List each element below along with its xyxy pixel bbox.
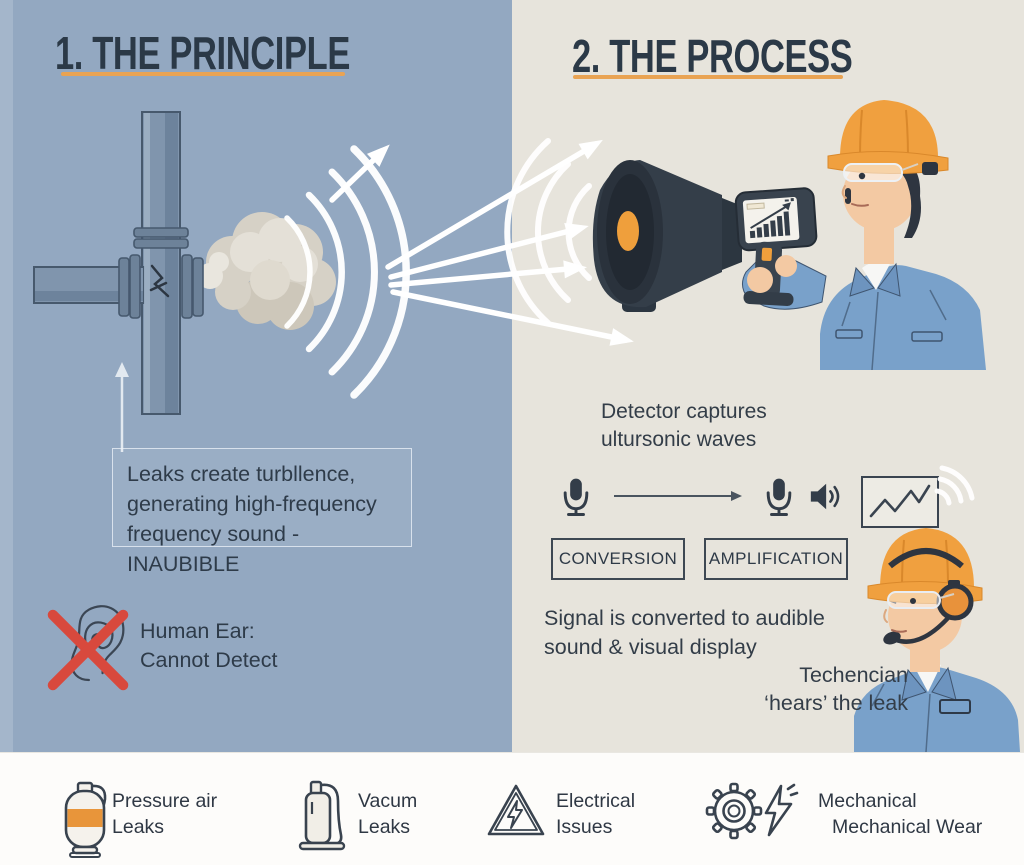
pointer-arrow	[115, 362, 129, 452]
electrical-hazard-icon	[487, 784, 545, 836]
ear-note: Human Ear: Cannot Detect	[140, 619, 278, 673]
process-title: 2. THE PROCESS	[572, 30, 853, 82]
legend-label-line: Leaks	[358, 815, 411, 838]
legend-label-line: Mechanical Wear	[832, 815, 983, 838]
legend-label-line: Pressure air	[112, 790, 218, 812]
legend-label-line: Electrical	[556, 790, 636, 812]
legend-item-vacuum: Vacum Leaks	[240, 753, 470, 865]
detector-note: Detector captures ultursonic waves	[601, 400, 767, 452]
red-x-icon	[47, 609, 129, 691]
pipe-crack	[149, 264, 170, 298]
pipe-leak-illustration	[33, 111, 410, 452]
pipes	[33, 111, 181, 415]
signal-note: Signal is converted to audible sound & v…	[544, 606, 825, 659]
waveform-chart-icon	[861, 476, 939, 528]
legend-label-line: Issues	[556, 815, 613, 838]
legend-label-line: Vacum	[358, 790, 418, 812]
pressure-tank-icon	[64, 781, 107, 858]
legend-item-mechanical: Mechanical Mechanical Wear	[700, 753, 1024, 865]
ear-cannot-detect-icon	[47, 605, 129, 691]
amplification-step-box: AMPLIFICATION	[704, 538, 848, 580]
conversion-step-box: CONVERSION	[551, 538, 685, 580]
technician-note: Techencian ‘hears’ the leak	[764, 663, 908, 715]
pipe-flanges	[118, 227, 204, 319]
vacuum-pump-icon	[298, 780, 346, 851]
lightning-bolt-icon	[764, 783, 799, 837]
legend-label-line: Leaks	[112, 815, 165, 838]
legend-item-electrical: Electrical Issues	[470, 753, 700, 865]
gear-icon	[705, 782, 763, 840]
principle-caption: Leaks create turbllence, generating high…	[112, 448, 412, 576]
legend-bar: Pressure air Leaks Vacum Leaks	[0, 752, 1024, 865]
process-title-underline	[573, 75, 843, 79]
principle-title: 1. THE PRINCIPLE	[55, 27, 350, 79]
principle-panel	[0, 0, 512, 752]
panel-edge-highlight	[0, 0, 13, 752]
legend-item-pressure: Pressure air Leaks	[0, 753, 240, 865]
microphone-icon	[563, 478, 589, 516]
legend-label-line: Mechanical	[818, 790, 917, 812]
steam-cloud	[197, 212, 336, 330]
microphone-icon	[766, 478, 792, 516]
speaker-icon	[810, 483, 840, 510]
principle-title-underline	[61, 72, 345, 76]
